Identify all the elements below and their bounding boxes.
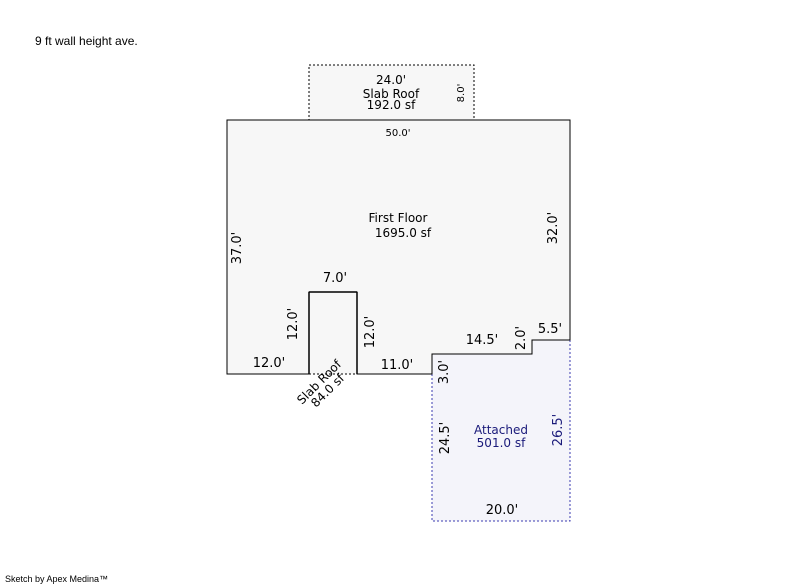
slab-top-name: Slab Roof	[363, 87, 420, 101]
wall-height-note: 9 ft wall height ave.	[35, 34, 138, 48]
dim-right: 32.0'	[546, 212, 561, 245]
slab-top-width: 24.0'	[376, 73, 406, 87]
dim-attached-bottom: 20.0'	[486, 503, 519, 518]
dim-attached-left: 24.5'	[438, 422, 453, 455]
dim-bottom-mid: 11.0'	[381, 358, 414, 373]
dim-notch-left: 12.0'	[286, 308, 301, 341]
slab-top-depth: 8.0'	[456, 84, 467, 103]
dim-left: 37.0'	[230, 232, 245, 265]
first-floor-name: First Floor	[369, 211, 428, 225]
attached-name: Attached	[474, 423, 528, 437]
slab-top-area: 192.0 sf	[367, 98, 416, 112]
dim-attached-right: 26.5'	[551, 414, 566, 447]
dim-step-right: 5.5'	[538, 322, 562, 337]
slab-roof-top	[308, 64, 475, 121]
first-floor-area-label: 1695.0 sf	[375, 226, 432, 240]
dim-notch-top: 7.0'	[323, 271, 347, 286]
dim-step-horiz: 14.5'	[466, 333, 499, 348]
dim-top: 50.0'	[385, 128, 410, 139]
dim-bottom-left: 12.0'	[253, 356, 286, 371]
dim-step-vert: 2.0'	[514, 326, 529, 350]
slab-roof-small	[309, 292, 357, 374]
attached-area-label: 501.0 sf	[477, 436, 526, 450]
dim-notch-right: 12.0'	[363, 316, 378, 349]
dim-attached-left-top: 3.0'	[437, 360, 452, 384]
sketch-credit: Sketch by Apex Medina™	[5, 574, 109, 584]
